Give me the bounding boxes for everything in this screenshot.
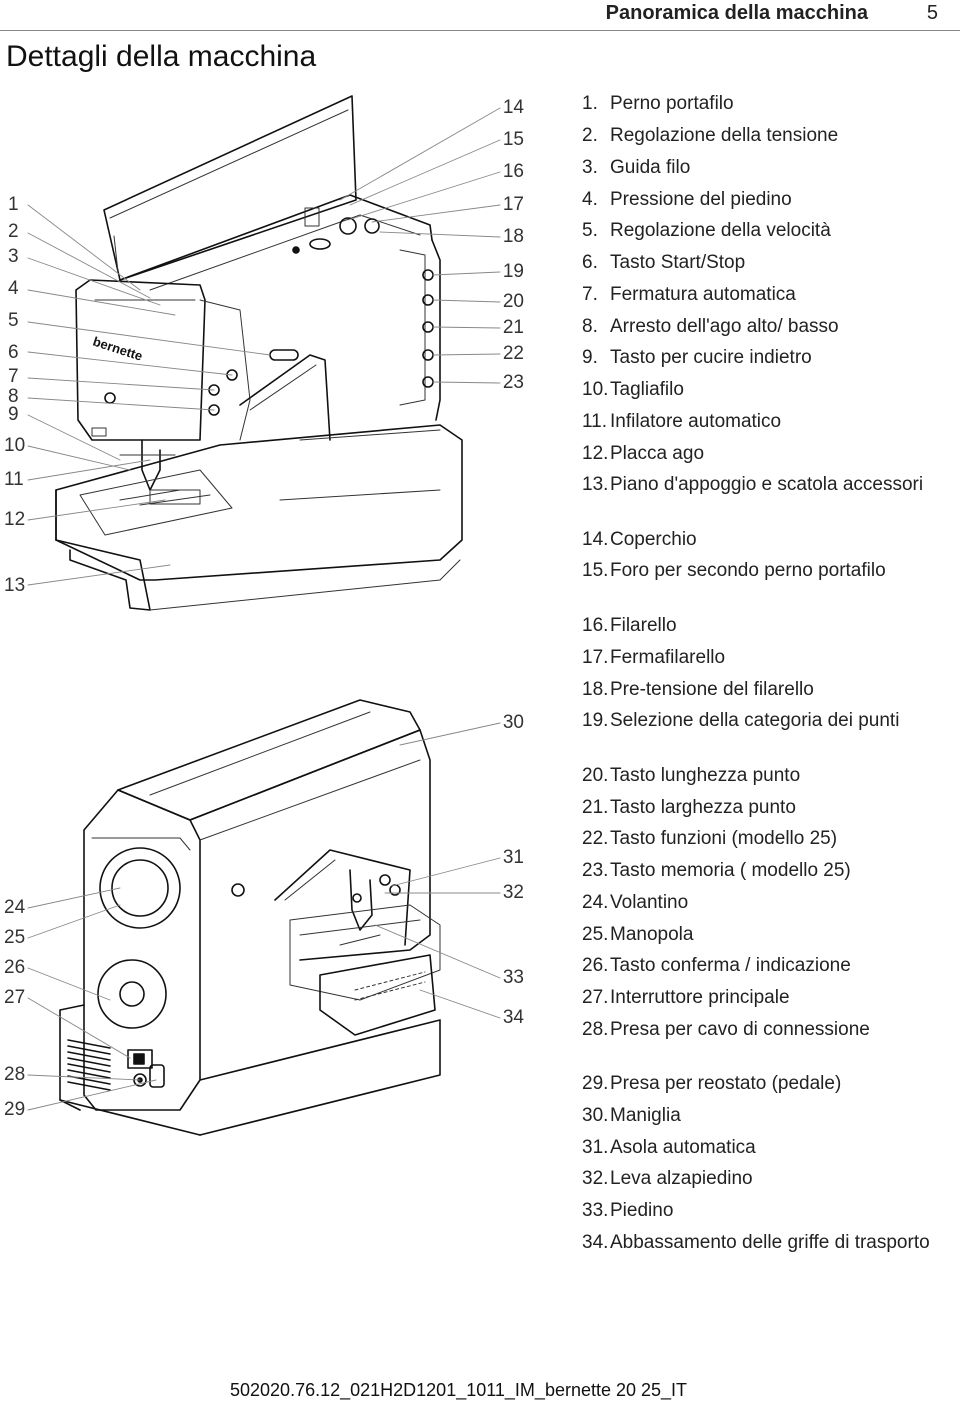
brand-logo: bernette bbox=[91, 334, 144, 364]
callout-number: 14 bbox=[502, 97, 524, 118]
list-item: 24.Volantino bbox=[582, 892, 689, 913]
callout-number: 2 bbox=[8, 221, 19, 242]
callout-number: 33 bbox=[502, 967, 524, 988]
rear-view-illustration bbox=[27, 699, 501, 1136]
list-item: 32.Leva alzapiedino bbox=[582, 1168, 753, 1189]
list-item: 31.Asola automatica bbox=[582, 1137, 756, 1158]
list-item: 7.Fermatura automatica bbox=[582, 284, 796, 305]
page-title: Dettagli della macchina bbox=[6, 40, 317, 73]
list-item: 25.Manopola bbox=[582, 924, 694, 945]
callout-number: 7 bbox=[8, 366, 19, 387]
list-item: 15.Foro per secondo perno portafilo bbox=[582, 560, 886, 581]
callout-number: 21 bbox=[502, 317, 524, 338]
callout-number: 1 bbox=[8, 194, 19, 215]
callout-number: 13 bbox=[4, 575, 26, 596]
list-item: 3.Guida filo bbox=[582, 157, 691, 178]
list-item: 16.Filarello bbox=[582, 615, 677, 636]
callout-number: 20 bbox=[502, 291, 524, 312]
front-view-illustration: bernette bbox=[27, 95, 501, 611]
callout-number: 25 bbox=[4, 927, 26, 948]
list-item: 17.Fermafilarello bbox=[582, 647, 726, 668]
list-item: 4.Pressione del piedino bbox=[582, 189, 792, 210]
callout-number: 17 bbox=[502, 194, 524, 215]
list-item: 5.Regolazione della velocità bbox=[582, 220, 831, 241]
callout-number: 34 bbox=[502, 1007, 524, 1028]
callout-number: 18 bbox=[502, 226, 524, 247]
callout-number: 5 bbox=[8, 310, 19, 331]
list-item: 12.Placca ago bbox=[582, 443, 705, 464]
callout-number: 4 bbox=[8, 278, 19, 299]
header-divider bbox=[0, 30, 960, 31]
list-item: 26.Tasto conferma / indicazione bbox=[582, 955, 851, 976]
list-item: 13.Piano d'appoggio e scatola accessori bbox=[582, 474, 924, 495]
section-title: Panoramica della macchina bbox=[605, 2, 868, 24]
list-item: 29.Presa per reostato (pedale) bbox=[582, 1073, 842, 1094]
callout-number: 10 bbox=[4, 435, 26, 456]
list-item: 11.Infilatore automatico bbox=[582, 411, 782, 432]
callout-number: 12 bbox=[4, 509, 26, 530]
list-item: 22.Tasto funzioni (modello 25) bbox=[582, 828, 838, 849]
list-item: 21.Tasto larghezza punto bbox=[582, 797, 796, 818]
callout-number: 6 bbox=[8, 342, 19, 363]
list-item: 20.Tasto lunghezza punto bbox=[582, 765, 801, 786]
list-item: 14.Coperchio bbox=[582, 529, 697, 550]
callout-number: 27 bbox=[4, 987, 26, 1008]
list-item: 8.Arresto dell'ago alto/ basso bbox=[582, 316, 839, 337]
list-item: 28.Presa per cavo di connessione bbox=[582, 1019, 870, 1040]
callout-number: 23 bbox=[502, 372, 524, 393]
callout-number: 9 bbox=[8, 404, 19, 425]
callout-number: 3 bbox=[8, 246, 19, 267]
list-item: 18.Pre-tensione del filarello bbox=[582, 679, 814, 700]
list-item: 2.Regolazione della tensione bbox=[582, 125, 839, 146]
callout-number: 8 bbox=[8, 386, 19, 407]
callout-number: 16 bbox=[502, 161, 524, 182]
callout-number: 30 bbox=[502, 712, 524, 733]
page-number: 5 bbox=[926, 2, 938, 24]
callout-number: 15 bbox=[502, 129, 524, 150]
list-item: 6.Tasto Start/Stop bbox=[582, 252, 746, 273]
callout-number: 28 bbox=[4, 1064, 26, 1085]
list-item: 19.Selezione della categoria dei punti bbox=[582, 710, 900, 731]
list-item: 23.Tasto memoria ( modello 25) bbox=[582, 860, 851, 881]
machine-illustrations: bernette bbox=[27, 95, 501, 1136]
document-code-footer: 502020.76.12_021H2D1201_1011_IM_bernette… bbox=[230, 1380, 688, 1400]
callout-number: 32 bbox=[502, 882, 524, 903]
list-item: 33.Piedino bbox=[582, 1200, 674, 1221]
list-item: 27.Interruttore principale bbox=[582, 987, 790, 1008]
callout-number: 19 bbox=[502, 261, 524, 282]
list-item: 10.Tagliafilo bbox=[582, 379, 684, 400]
callout-number: 11 bbox=[4, 469, 24, 490]
callout-number: 24 bbox=[4, 897, 26, 918]
callout-number: 22 bbox=[502, 343, 524, 364]
callout-number: 26 bbox=[4, 957, 26, 978]
list-item: 9.Tasto per cucire indietro bbox=[582, 347, 812, 368]
callout-number: 31 bbox=[502, 847, 524, 868]
list-item: 30.Maniglia bbox=[582, 1105, 681, 1126]
callout-number: 29 bbox=[4, 1099, 26, 1120]
list-item: 34.Abbassamento delle griffe di trasport… bbox=[582, 1232, 930, 1253]
list-item: 1.Perno portafilo bbox=[582, 93, 734, 114]
